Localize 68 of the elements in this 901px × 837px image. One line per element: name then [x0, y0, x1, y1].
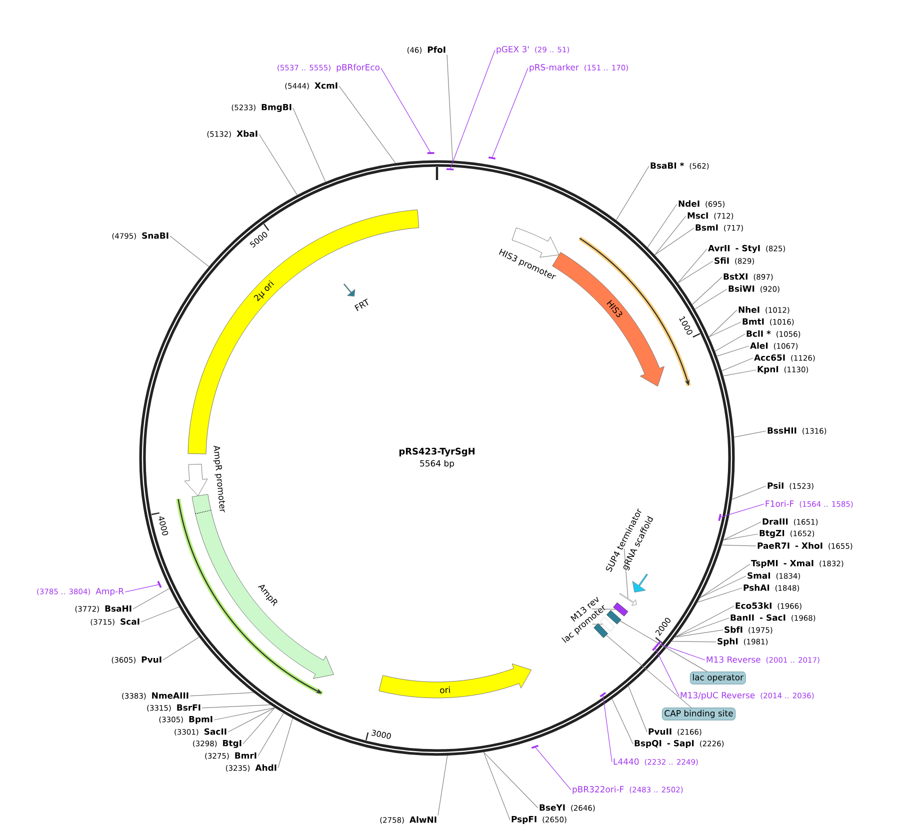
leader-line: [658, 643, 706, 660]
leader-line: [716, 346, 750, 356]
leader-line: [654, 647, 680, 696]
leader-line: [722, 522, 762, 540]
leader-line: [140, 606, 180, 622]
leader-line: [292, 108, 326, 182]
leader-line: [654, 216, 686, 256]
leader-line: [190, 692, 254, 696]
leader-line: [624, 548, 628, 599]
leader-line: [606, 635, 692, 708]
leader-line: [714, 334, 746, 352]
feature-box: [606, 610, 622, 624]
leader-line: [602, 694, 612, 762]
leader-line: [647, 204, 678, 248]
leader-line: [628, 686, 648, 732]
feature-tag: lac operator: [690, 672, 746, 684]
leader-line: [720, 504, 764, 518]
leader-line: [446, 54, 453, 161]
feature-tag: CAP binding site: [662, 708, 736, 720]
leader-line: [671, 641, 716, 642]
leader-line: [722, 534, 758, 540]
leader-line: [534, 746, 572, 790]
leader-line: [492, 68, 528, 158]
leader-line: [242, 707, 276, 744]
leader-line: [734, 430, 766, 438]
feature-symbol: [619, 593, 637, 606]
leader-line: [450, 50, 496, 170]
leader-line: [338, 86, 396, 164]
leader-line: [612, 698, 634, 744]
leader-line: [732, 486, 766, 500]
leader-line: [722, 370, 756, 376]
leader-line: [170, 236, 210, 267]
leader-line: [654, 228, 694, 256]
leader-line: [438, 755, 448, 816]
leader-line: [228, 707, 276, 732]
leader-line: [678, 260, 714, 284]
leader-line: [674, 606, 734, 638]
leader-line: [132, 588, 170, 610]
leader-line: [700, 576, 746, 598]
feature-label: 2μ ori: [254, 280, 274, 302]
leader-line: [258, 712, 284, 756]
leader-line: [708, 310, 738, 338]
leader-line: [697, 588, 742, 603]
leader-line: [616, 166, 650, 220]
leader-line: [678, 248, 708, 284]
leader-line: [674, 630, 724, 638]
leader-line: [708, 322, 742, 338]
leader-line: [700, 564, 750, 598]
leader-line: [483, 752, 538, 808]
leader-line: [721, 358, 754, 372]
leader-line: [202, 704, 271, 708]
leader-line: [124, 584, 160, 592]
leader-line: [483, 752, 510, 820]
feature-label: ori: [440, 686, 450, 694]
leader-line: [620, 620, 708, 672]
leader-line: [692, 276, 722, 305]
leader-line: [591, 608, 616, 610]
leader-line: [694, 288, 728, 310]
leader-line: [380, 68, 432, 154]
leader-line: [674, 618, 730, 638]
leader-line: [721, 544, 756, 546]
feature-label: AmpR promoter: [213, 446, 225, 512]
feature-label: FRT: [354, 298, 368, 312]
leader-line: [214, 707, 276, 720]
leader-line: [162, 636, 200, 660]
feature-box: [613, 602, 628, 616]
leader-line: [258, 134, 298, 196]
leader-line: [278, 718, 293, 768]
